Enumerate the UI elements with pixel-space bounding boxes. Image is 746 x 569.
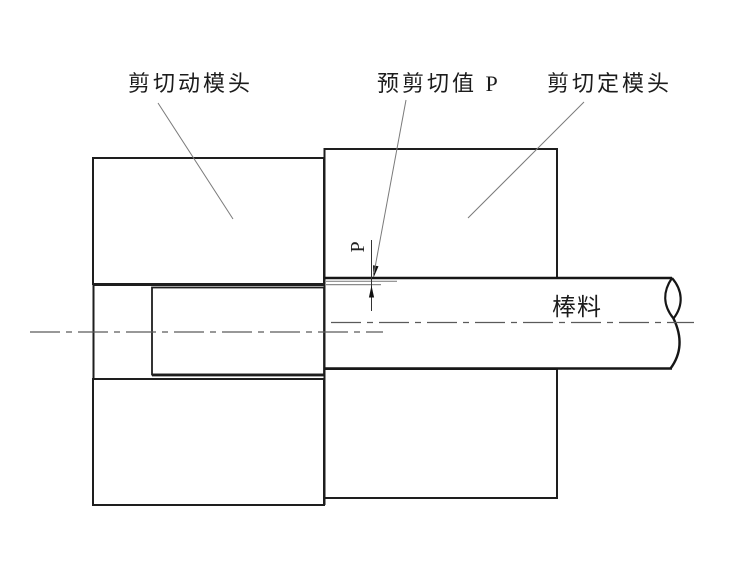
moving-die-upper-block bbox=[92, 157, 325, 285]
dimension-arrow-up bbox=[368, 285, 375, 298]
bar-break-curve bbox=[669, 317, 681, 370]
moving-die-label: 剪切动模头 bbox=[128, 71, 253, 96]
fixed-die-leader-line bbox=[467, 101, 585, 219]
dimension-p-label: P bbox=[347, 241, 369, 252]
fixed-die-lower-block bbox=[323, 368, 558, 499]
moving-die-leader-line bbox=[157, 102, 234, 220]
moving-die-lower-block bbox=[92, 378, 325, 506]
pre-shear-label: 预剪切值 P bbox=[377, 71, 501, 96]
bar-stock-label: 棒料 bbox=[552, 294, 602, 321]
fixed-die-upper-block bbox=[323, 148, 558, 279]
fixed-die-label: 剪切定模头 bbox=[547, 71, 672, 96]
die-insert-bore bbox=[151, 286, 325, 376]
bar-break-lens bbox=[664, 277, 682, 321]
pre-shear-leader-line bbox=[373, 99, 407, 274]
